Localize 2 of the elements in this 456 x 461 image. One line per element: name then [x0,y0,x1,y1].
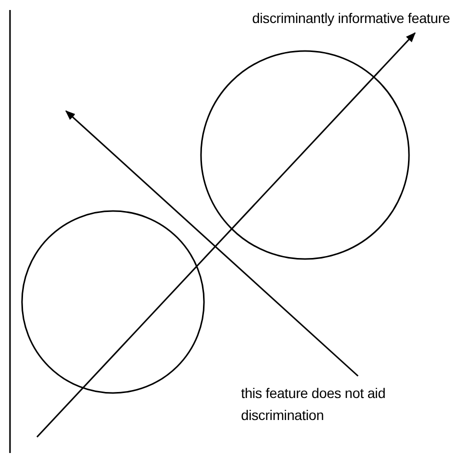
axis-label: discriminantly informative feature [251,9,450,28]
axis-label: this feature does not aid discrimination [241,384,386,425]
